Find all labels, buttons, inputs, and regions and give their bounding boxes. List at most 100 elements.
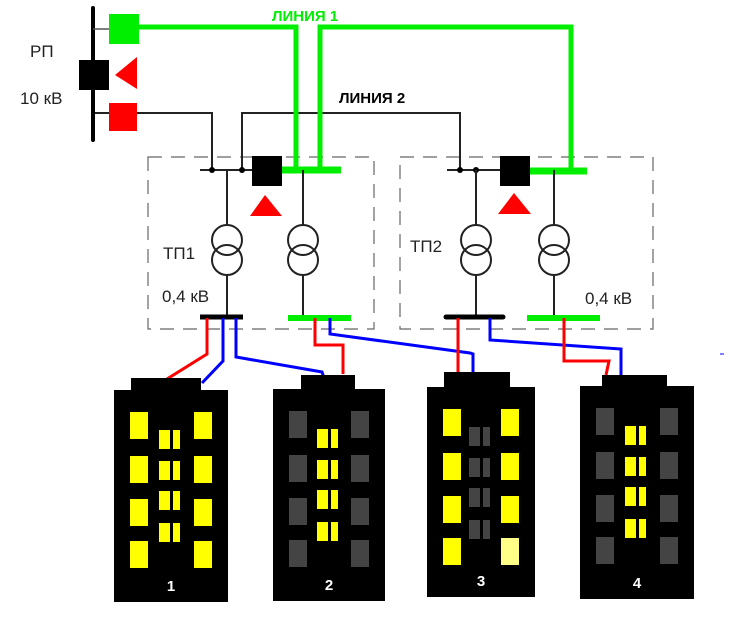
- window-left: [289, 540, 307, 567]
- window-middle: [331, 429, 338, 448]
- window-middle: [331, 522, 338, 541]
- feeder-red-tp1r-b2: [313, 318, 345, 374]
- window-left: [596, 452, 614, 479]
- feeder-cables: [166, 318, 623, 385]
- window-middle: [625, 487, 636, 506]
- building-number: 2: [325, 577, 333, 594]
- tp1: ТП1 0,4 кВ: [162, 156, 351, 321]
- feeder-blue-tp1-b2: [234, 318, 326, 379]
- window-right: [501, 496, 519, 523]
- window-middle: [639, 519, 646, 538]
- window-right: [351, 455, 369, 482]
- window-middle: [317, 429, 328, 448]
- building-1: 1: [114, 378, 228, 602]
- window-right: [351, 498, 369, 525]
- window-left: [289, 455, 307, 482]
- window-right: [194, 456, 212, 483]
- window-right: [501, 453, 519, 480]
- window-middle: [173, 430, 180, 449]
- rp-indicator-triangle: [115, 57, 137, 89]
- tp2: ТП2 0,4 кВ: [410, 156, 632, 321]
- window-middle: [639, 457, 646, 476]
- feeder-blue-tp2-b4: [488, 318, 623, 375]
- window-middle: [317, 522, 328, 541]
- tp2-sectional-breaker[interactable]: [500, 156, 530, 186]
- window-middle: [331, 460, 338, 479]
- window-middle: [159, 523, 170, 542]
- window-left: [596, 537, 614, 564]
- window-middle: [639, 426, 646, 445]
- tp1-transformer1-icon: [211, 224, 243, 256]
- window-middle: [317, 460, 328, 479]
- window-right: [194, 541, 212, 568]
- window-middle: [331, 490, 338, 509]
- building-roof: [444, 372, 510, 388]
- window-middle: [483, 458, 490, 477]
- tp1-indicator-triangle: [250, 195, 282, 216]
- tp1-enclosure: [147, 156, 375, 330]
- window-middle: [317, 490, 328, 509]
- line1-wires: [110, 24, 574, 170]
- window-left: [130, 412, 148, 439]
- tp1-sectional-breaker[interactable]: [252, 156, 282, 186]
- line1-label: ЛИНИЯ 1: [272, 8, 338, 25]
- window-left: [443, 409, 461, 436]
- rp-breaker-line2[interactable]: [109, 103, 137, 131]
- window-middle: [639, 487, 646, 506]
- tp1-transformer2-icon: [287, 224, 319, 256]
- window-middle: [173, 523, 180, 542]
- window-middle: [159, 430, 170, 449]
- line1-tp1-to-tp2: [317, 24, 574, 170]
- building-number: 4: [633, 575, 642, 592]
- line1-rp-to-tp1: [110, 24, 299, 170]
- window-left: [443, 538, 461, 565]
- window-middle: [625, 457, 636, 476]
- window-right: [660, 408, 678, 435]
- rp-label: РП: [30, 42, 54, 61]
- window-right: [501, 538, 519, 565]
- window-middle: [469, 458, 480, 477]
- window-left: [443, 496, 461, 523]
- window-middle: [469, 520, 480, 539]
- building-roof: [602, 375, 667, 387]
- window-left: [443, 453, 461, 480]
- tp1-voltage: 0,4 кВ: [162, 287, 209, 306]
- window-middle: [483, 488, 490, 507]
- window-right: [194, 412, 212, 439]
- tp2-transformer1-icon: [460, 224, 492, 256]
- window-middle: [159, 491, 170, 510]
- rp-voltage-label: 10 кВ: [20, 89, 62, 108]
- window-right: [194, 499, 212, 526]
- window-middle: [469, 427, 480, 446]
- tp2-indicator-triangle: [498, 193, 531, 214]
- rp-breaker-line1[interactable]: [109, 14, 139, 44]
- window-middle: [625, 426, 636, 445]
- window-middle: [483, 520, 490, 539]
- building-number: 1: [167, 578, 175, 595]
- tp2-name: ТП2: [410, 237, 442, 256]
- window-left: [289, 411, 307, 438]
- window-right: [351, 540, 369, 567]
- building-2: 2: [273, 375, 385, 601]
- rp-breaker-sectional[interactable]: [79, 60, 109, 90]
- window-right: [501, 409, 519, 436]
- feeder-red-tp2r-b4: [562, 318, 611, 376]
- building-roof: [301, 375, 355, 390]
- window-left: [130, 541, 148, 568]
- building-3: 3: [427, 372, 535, 597]
- line2-label: ЛИНИЯ 2: [339, 90, 405, 107]
- window-middle: [173, 461, 180, 480]
- feeder-blue-tp1r-b3: [328, 318, 475, 373]
- tp2-voltage: 0,4 кВ: [585, 289, 632, 308]
- window-right: [660, 495, 678, 522]
- window-left: [596, 408, 614, 435]
- buildings: 1 2 3 4: [114, 372, 694, 602]
- window-middle: [469, 488, 480, 507]
- window-middle: [173, 491, 180, 510]
- feeder-red-tp1-b1: [166, 318, 209, 381]
- window-right: [660, 452, 678, 479]
- tp2-transformer2-icon: [538, 224, 570, 256]
- window-middle: [625, 519, 636, 538]
- building-4: 4: [580, 375, 694, 599]
